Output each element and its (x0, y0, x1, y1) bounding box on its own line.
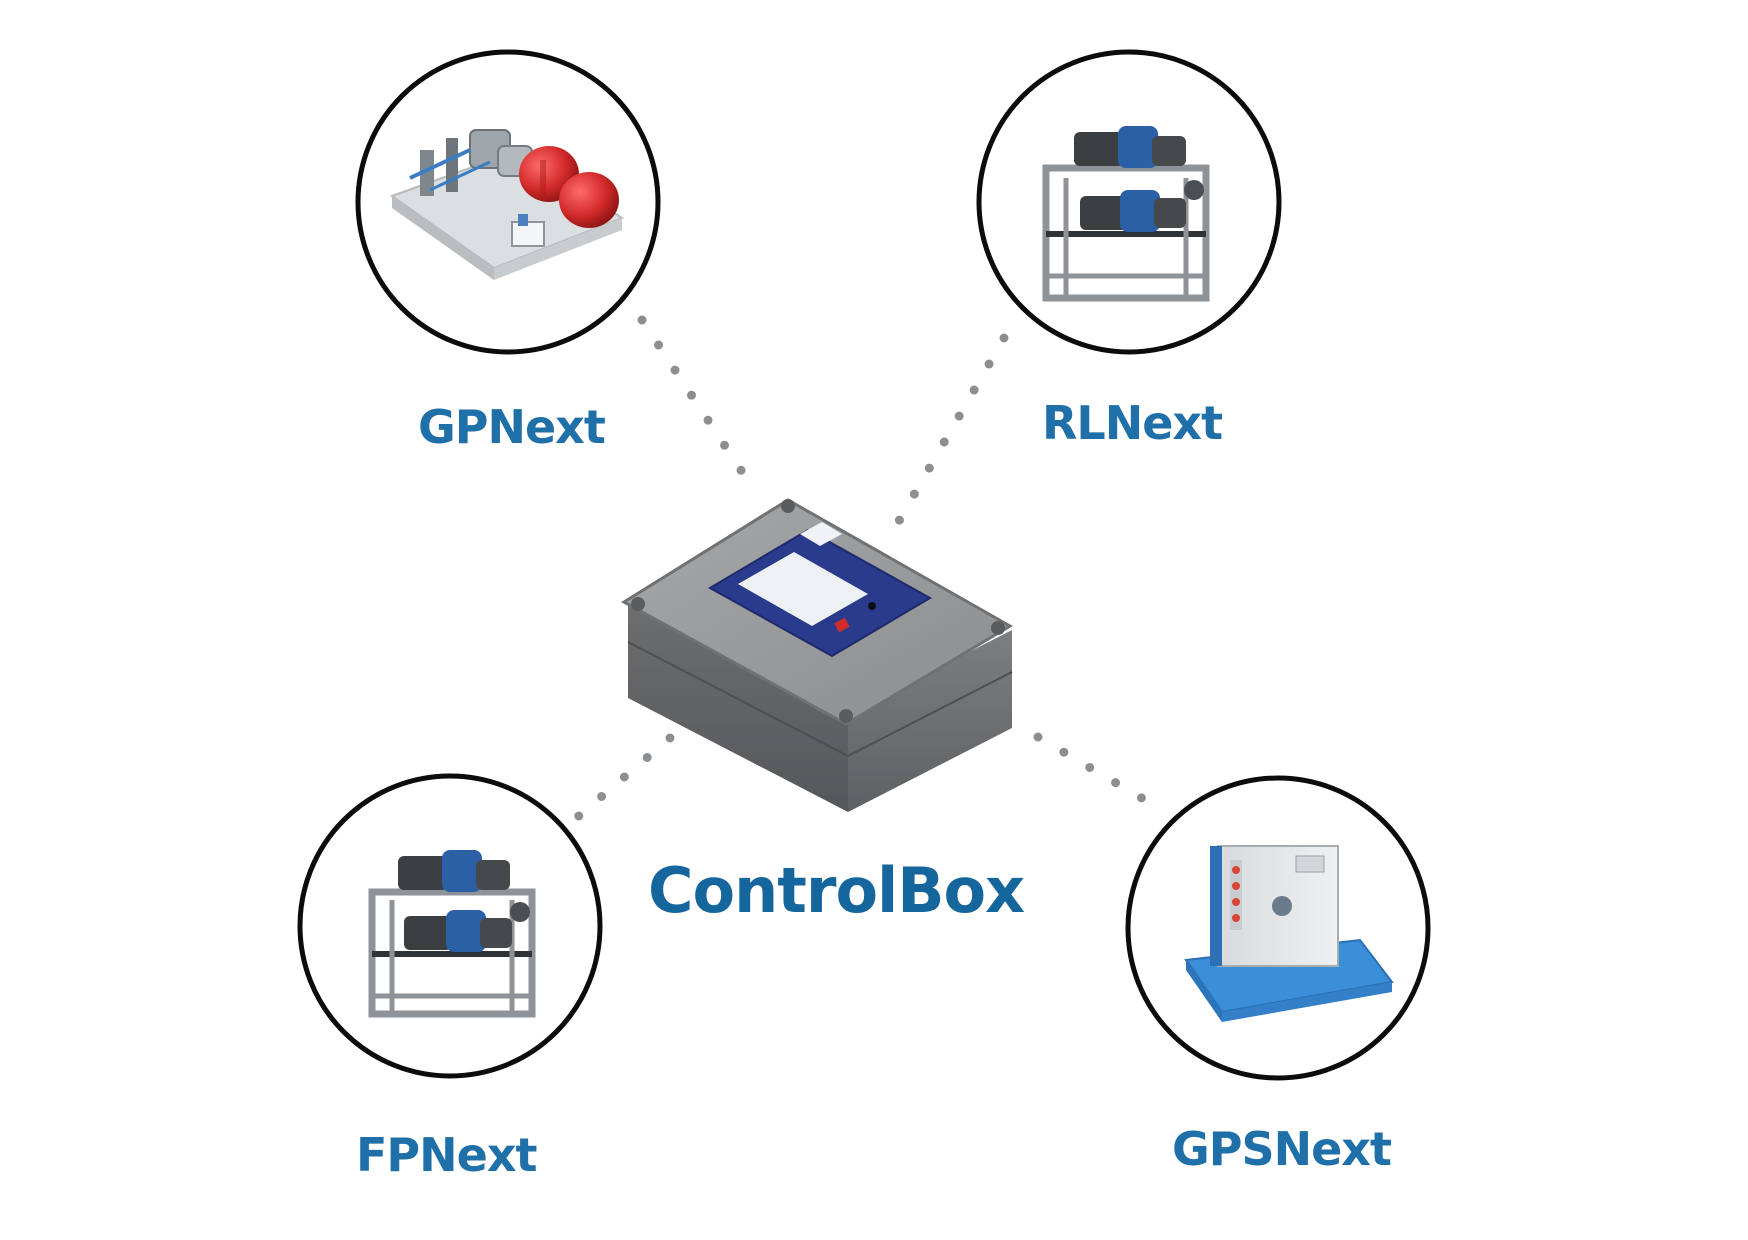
gpsnext-device-image (1184, 845, 1394, 1022)
node-label-rlnext: RLNext (1042, 396, 1223, 450)
connector-fpnext (569, 733, 675, 825)
connector-gpnext (637, 315, 761, 498)
node-label-gpsnext: GPSNext (1172, 1122, 1392, 1176)
connector-rlnext (883, 333, 1009, 545)
controlbox-label: ControlBox (648, 854, 1025, 927)
node-label-fpnext: FPNext (356, 1128, 537, 1182)
controlbox-device-image (621, 498, 1013, 812)
node-label-gpnext: GPNext (418, 400, 606, 454)
connector-gpsnext (1033, 732, 1167, 815)
rlnext-device-image (1042, 126, 1210, 302)
gpnext-device-image (389, 129, 625, 280)
fpnext-device-image (368, 850, 536, 1018)
